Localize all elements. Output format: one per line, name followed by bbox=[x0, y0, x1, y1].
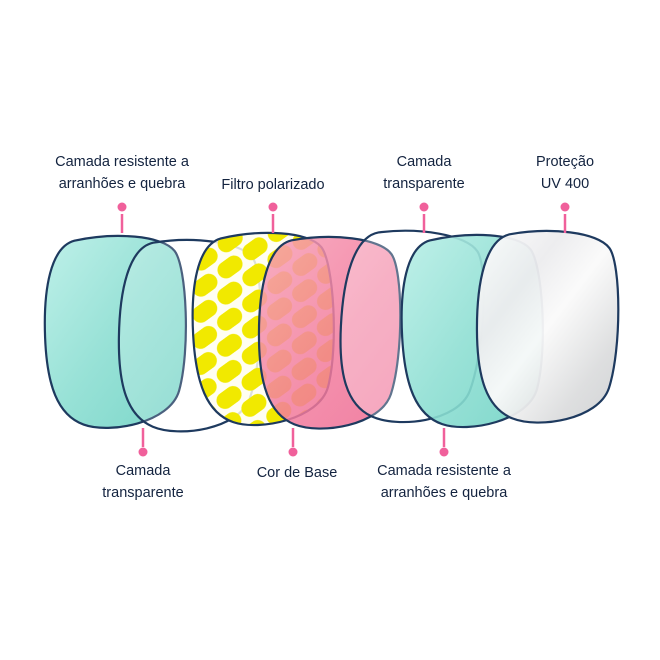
marker-dot bbox=[268, 202, 278, 212]
marker-dot bbox=[138, 447, 148, 457]
marker-dot bbox=[419, 202, 429, 212]
marker-dot bbox=[288, 447, 298, 457]
pointer-markers-bottom bbox=[138, 428, 449, 457]
pointer-markers-top bbox=[117, 202, 570, 233]
layer-uv400-protection bbox=[474, 228, 621, 426]
marker-dot bbox=[439, 447, 449, 457]
marker-dot bbox=[560, 202, 570, 212]
marker-dot bbox=[117, 202, 127, 212]
